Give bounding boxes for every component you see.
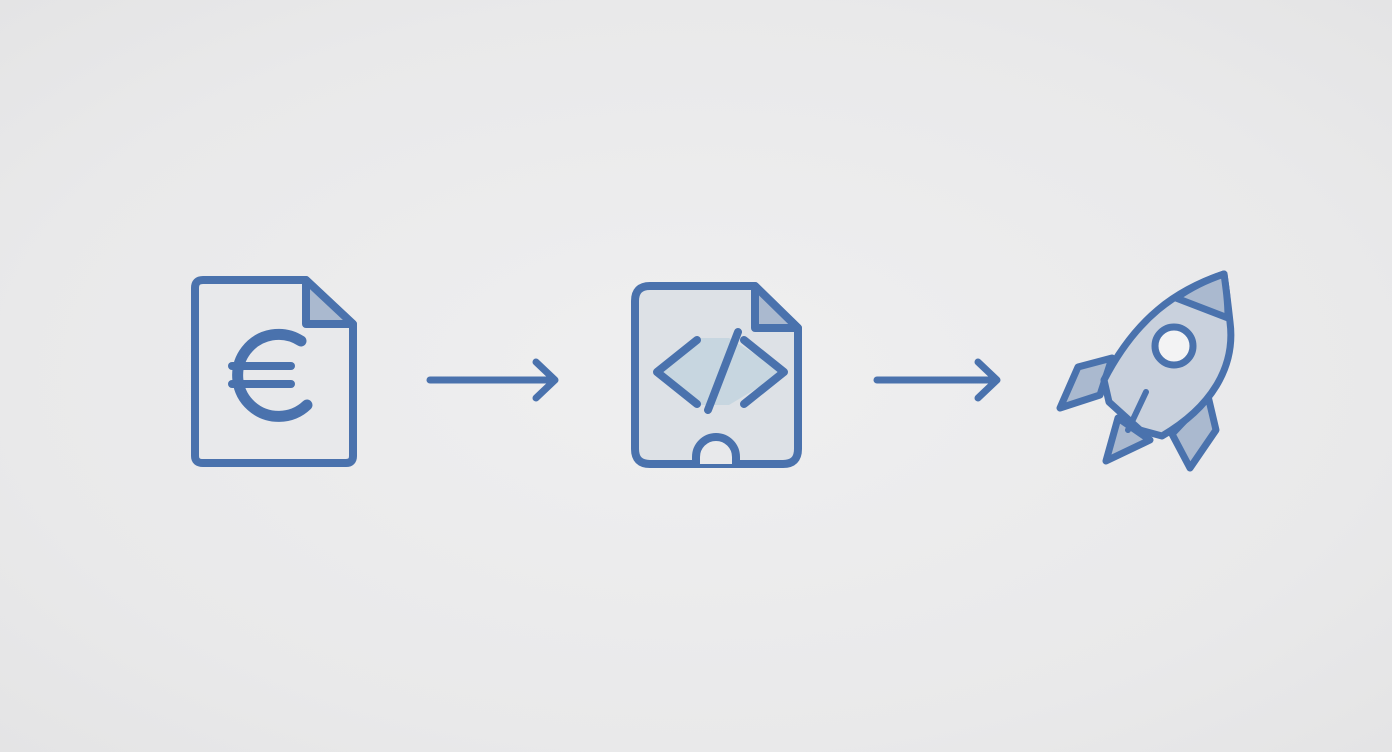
euro-document-icon [191,276,357,467]
arrow-head [532,358,559,402]
euro-symbol [232,328,313,422]
code-bracket-left [653,336,701,408]
rocket-nose-cone [1172,270,1232,322]
code-document-tab [692,433,740,464]
code-document-icon [631,282,802,468]
euro-document-fold [302,276,357,328]
code-slash [704,328,742,414]
rocket-center-line [1125,389,1149,433]
rocket-window [1151,323,1197,369]
code-bracket-right [740,336,788,408]
code-document-fold [751,282,802,332]
rocket-icon [1056,270,1235,472]
arrow-right-icon [426,358,559,402]
arrow-head [974,358,1001,402]
arrow-right-icon [873,358,1001,402]
